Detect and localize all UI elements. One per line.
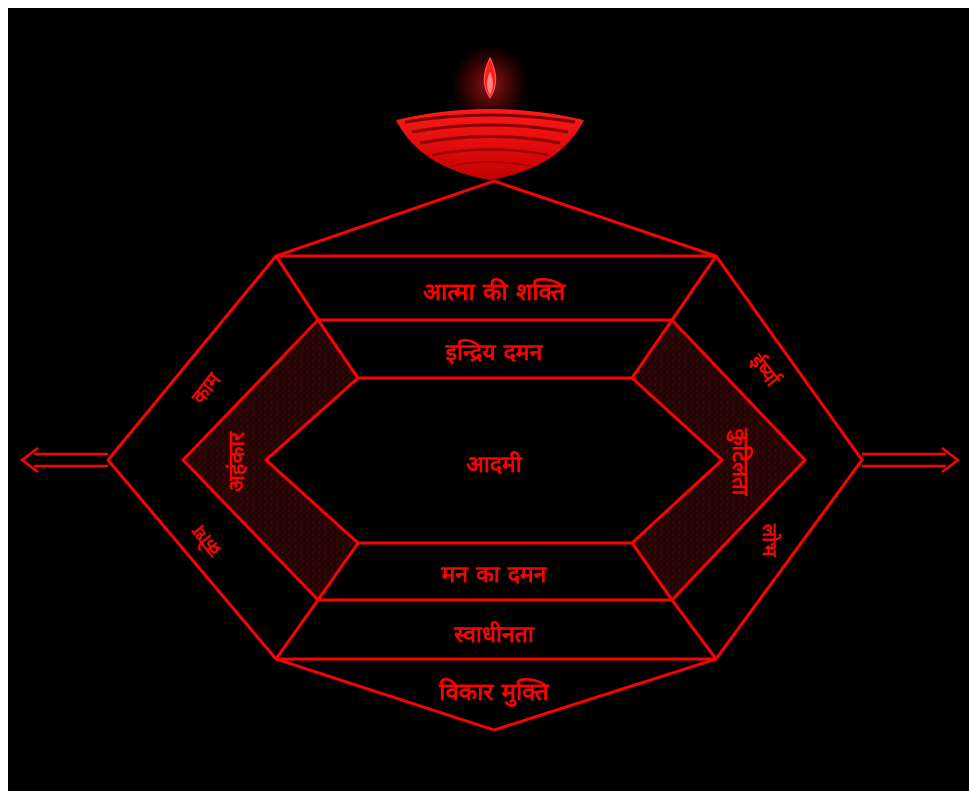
label-outer-left-upper: काम: [186, 367, 226, 409]
diagram-canvas: आत्मा की शक्ति इन्द्रिय दमन आदमी मन का द…: [8, 8, 969, 791]
diya-lamp-icon: [396, 45, 584, 180]
label-upper-middle: इन्द्रिय दमन: [445, 338, 544, 366]
label-outer-left-lower: क्रोध: [186, 520, 226, 562]
label-top: आत्मा की शक्ति: [423, 278, 567, 306]
right-arrow-icon: [862, 448, 958, 472]
label-outer-right-lower: लोभ: [758, 523, 782, 558]
label-lower-middle: मन का दमन: [441, 562, 548, 588]
label-bottom: स्वाधीनता: [453, 620, 535, 648]
left-arrow-icon: [22, 448, 108, 472]
label-base: विकार मुक्ति: [438, 678, 550, 707]
diagram-svg: आत्मा की शक्ति इन्द्रिय दमन आदमी मन का द…: [8, 8, 969, 791]
label-center: आदमी: [466, 450, 522, 478]
label-outer-right-upper: ईर्ष्या: [745, 349, 786, 392]
label-inner-right: कुटिलता: [726, 428, 754, 497]
label-inner-left: अहंकार: [225, 431, 250, 492]
